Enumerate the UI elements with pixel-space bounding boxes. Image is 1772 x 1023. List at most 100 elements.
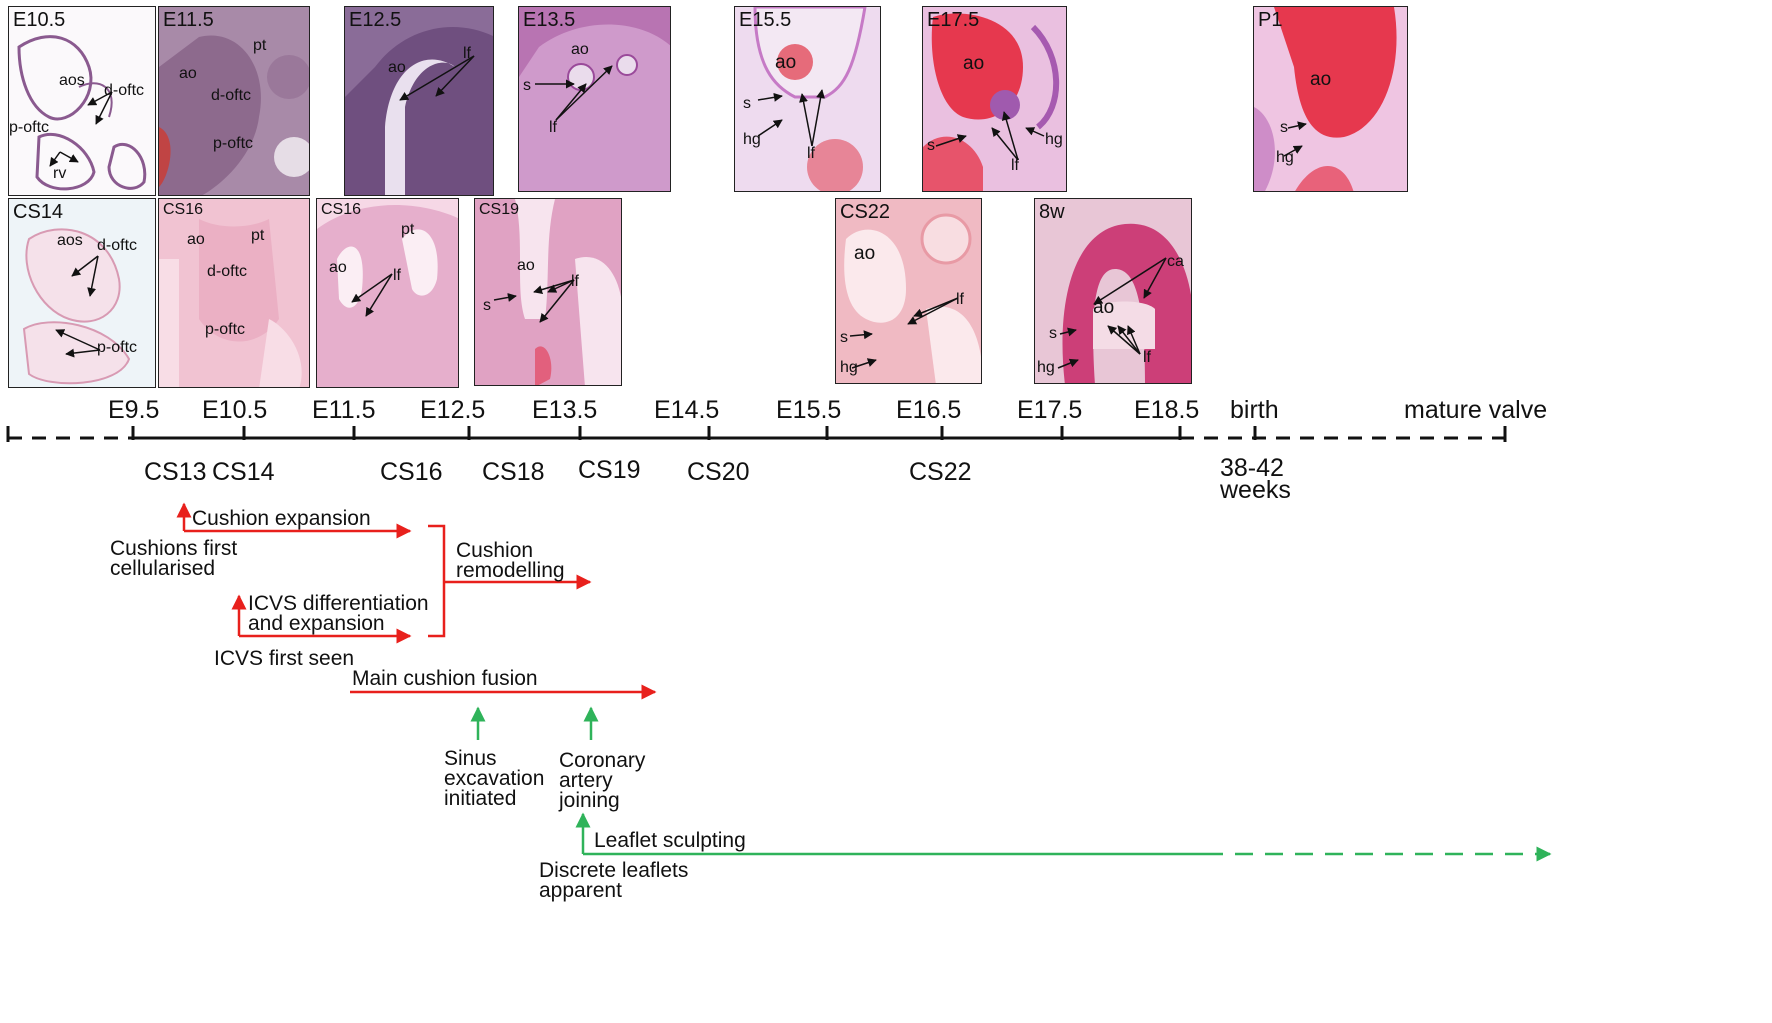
- panel-cs22: CS22 ao lf s hg: [835, 198, 982, 384]
- label-hg: hg: [1276, 149, 1294, 166]
- icvs-diff-1: ICVS differentiation: [248, 592, 429, 615]
- label-d-oftc: d-oftc: [97, 237, 138, 254]
- panel-e12-5: E12.5 ao lf: [344, 6, 494, 196]
- coronary-2: artery: [559, 769, 613, 792]
- label-lf: lf: [807, 145, 815, 162]
- panel-e12-5-tissue: [345, 7, 493, 195]
- green-event-arrows: [470, 706, 1552, 862]
- label-d-oftc: d-oftc: [207, 263, 248, 280]
- label-s: s: [743, 95, 751, 112]
- panel-title: E13.5: [523, 9, 576, 31]
- panel-title: CS19: [479, 201, 520, 218]
- label-ao: ao: [963, 53, 985, 74]
- main-cushion-fusion: Main cushion fusion: [352, 667, 538, 690]
- panel-e13-5: E13.5 ao s lf: [518, 6, 671, 192]
- label-d-oftc: d-oftc: [211, 87, 252, 104]
- panel-e10-5: E10.5 aos d-oftc p-oftc rv: [8, 6, 156, 196]
- label-pt: pt: [251, 227, 265, 244]
- label-s: s: [523, 77, 531, 94]
- cushion-remodelling-1: Cushion: [456, 539, 534, 562]
- tick-label: E12.5: [420, 396, 486, 424]
- label-aos: aos: [57, 232, 83, 249]
- label-p-oftc: p-oftc: [213, 135, 254, 152]
- sinus-3: initiated: [444, 787, 517, 810]
- tick-label: E18.5: [1134, 396, 1200, 424]
- panel-pointer-arrows: [49, 55, 1307, 369]
- stage-label: CS13: [144, 458, 207, 486]
- panel-title: CS16: [163, 201, 204, 218]
- stage-label: CS22: [909, 458, 972, 486]
- stage-label: CS19: [578, 456, 641, 484]
- cushions-first-1: Cushions first: [110, 537, 238, 560]
- timeline-ticks: [131, 426, 1257, 440]
- label-s: s: [840, 329, 848, 346]
- panel-title: CS14: [13, 201, 64, 223]
- label-ao: ao: [1093, 297, 1115, 318]
- label-s: s: [1049, 325, 1057, 342]
- mature-valve-label: mature valve: [1404, 396, 1548, 424]
- coronary-1: Coronary: [559, 749, 646, 772]
- label-p-oftc: p-oftc: [205, 321, 246, 338]
- human-birth-weeks: 38-42: [1220, 454, 1284, 482]
- panel-title: E10.5: [13, 9, 66, 31]
- stage-label: CS16: [380, 458, 443, 486]
- coronary-3: joining: [559, 789, 620, 812]
- tick-label: E14.5: [654, 396, 720, 424]
- panel-e17-5-tissue: [923, 7, 1066, 191]
- panel-cs16-a-tissue: [159, 199, 309, 387]
- label-pt: pt: [253, 37, 267, 54]
- panel-e11-5: E11.5 pt ao d-oftc p-oftc: [158, 6, 310, 196]
- label-lf: lf: [571, 273, 579, 290]
- panel-title: 8w: [1039, 201, 1065, 223]
- panel-cs16-b: CS16 pt ao lf: [316, 198, 459, 388]
- sinus-2: excavation: [444, 767, 545, 790]
- label-aos: aos: [59, 72, 85, 89]
- stage-label: CS14: [212, 458, 275, 486]
- panel-p1-tissue: [1254, 7, 1407, 191]
- label-lf: lf: [1143, 349, 1151, 366]
- panel-e13-5-tissue: [519, 7, 670, 191]
- panel-cs16-a: CS16 ao pt d-oftc p-oftc: [158, 198, 310, 388]
- tick-label: E17.5: [1017, 396, 1083, 424]
- panel-title: E17.5: [927, 9, 980, 31]
- label-rv: rv: [53, 165, 67, 182]
- label-ao: ao: [187, 231, 205, 248]
- label-hg: hg: [1037, 359, 1055, 376]
- icvs-diff-2: and expansion: [248, 612, 385, 635]
- cushion-expansion: Cushion expansion: [192, 507, 371, 530]
- icvs-first-seen: ICVS first seen: [214, 647, 355, 670]
- label-d-oftc: d-oftc: [104, 82, 145, 99]
- tick-label: E16.5: [896, 396, 962, 424]
- cushions-first-2: cellularised: [110, 557, 216, 580]
- stage-label: CS18: [482, 458, 545, 486]
- timeline-axis: [6, 426, 1507, 442]
- label-ao: ao: [571, 41, 589, 58]
- stage-label: CS20: [687, 458, 750, 486]
- label-s: s: [1280, 119, 1288, 136]
- label-ao: ao: [775, 52, 797, 73]
- red-event-arrows: [176, 502, 657, 700]
- panel-cs22-tissue: [836, 199, 981, 383]
- label-ao: ao: [1310, 69, 1332, 90]
- panel-title: P1: [1258, 9, 1283, 31]
- label-ao: ao: [329, 259, 347, 276]
- panel-8w: 8w ca ao s lf hg: [1034, 198, 1192, 384]
- label-ca: ca: [1167, 253, 1184, 270]
- tick-label: E9.5: [108, 396, 160, 424]
- label-ao: ao: [854, 243, 876, 264]
- label-ao: ao: [179, 65, 197, 82]
- label-ao: ao: [517, 257, 535, 274]
- label-lf: lf: [1011, 157, 1019, 174]
- leaflet-sculpting: Leaflet sculpting: [594, 829, 746, 852]
- tick-label: E11.5: [312, 396, 376, 424]
- sinus-1: Sinus: [444, 747, 497, 770]
- label-lf: lf: [393, 267, 401, 284]
- label-p-oftc: p-oftc: [9, 119, 50, 136]
- label-p-oftc: p-oftc: [97, 339, 138, 356]
- label-ao: ao: [388, 59, 406, 76]
- label-hg: hg: [1045, 131, 1063, 148]
- tick-label: E15.5: [776, 396, 842, 424]
- label-hg: hg: [840, 359, 858, 376]
- panel-e10-5-tissue: [17, 35, 147, 191]
